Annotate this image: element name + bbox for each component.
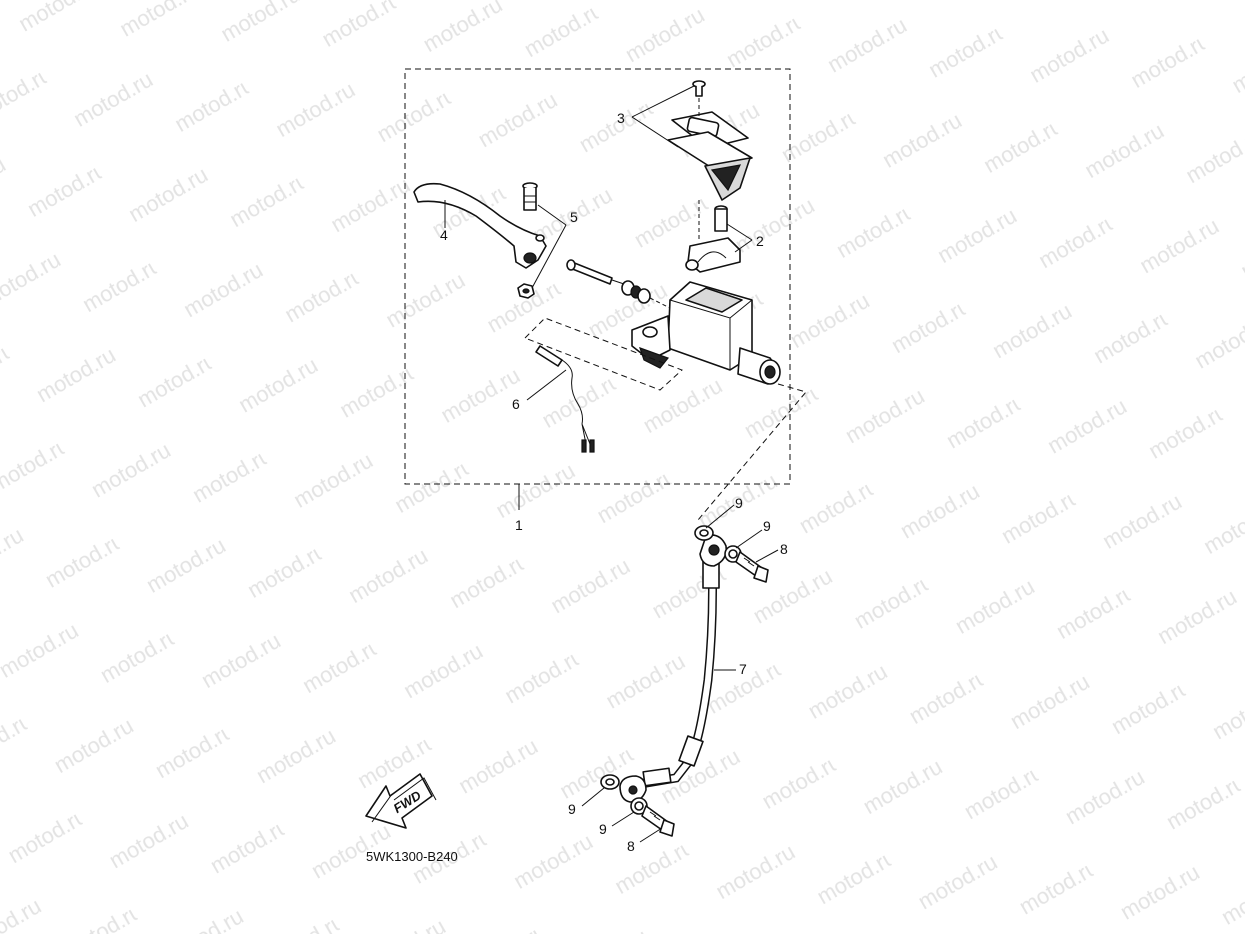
callout-6: 6: [512, 396, 520, 412]
leader-9c: [581, 787, 605, 807]
callout-9b: 9: [763, 518, 771, 534]
hose-connection-dash: [697, 383, 807, 521]
callout-9c: 9: [568, 801, 576, 817]
reservoir-cap-group: [667, 80, 753, 201]
callout-8b: 8: [627, 838, 635, 854]
callout-8a: 8: [780, 541, 788, 557]
piston-kit: [566, 259, 651, 304]
leader-6: [526, 369, 567, 401]
assembly-boundary: [404, 68, 791, 485]
callout-9d: 9: [599, 821, 607, 837]
clamp-group: [685, 205, 741, 273]
pivot-bolt-group: [517, 182, 538, 299]
callout-5: 5: [570, 209, 578, 225]
leader-2a: [726, 223, 753, 241]
brake-hose: [619, 534, 728, 803]
callout-2: 2: [756, 233, 764, 249]
leader-9a: [705, 504, 735, 529]
axis-piston: [649, 297, 671, 309]
leader-9d: [611, 811, 635, 827]
leader-8a: [755, 549, 779, 563]
leader-5a: [537, 204, 567, 226]
upper-fittings: [694, 525, 769, 583]
master-cylinder: [631, 281, 781, 385]
callout-4: 4: [440, 227, 448, 243]
leader-5b: [531, 224, 567, 289]
leader-9b: [735, 529, 763, 549]
callout-7: 7: [739, 661, 747, 677]
callout-3: 3: [617, 110, 625, 126]
leader-3a: [631, 85, 695, 118]
leader-8b: [639, 827, 663, 843]
switch-dash-box: [524, 317, 683, 391]
diagram-code: 5WK1300-B240: [366, 849, 458, 864]
fwd-arrow: [365, 773, 437, 829]
leader-3b: [631, 116, 679, 148]
brake-switch: [535, 345, 595, 453]
leader-2b: [734, 239, 753, 253]
callout-9a: 9: [735, 495, 743, 511]
brake-lever: [413, 182, 547, 269]
callout-1: 1: [515, 517, 523, 533]
lower-fittings: [600, 774, 675, 837]
